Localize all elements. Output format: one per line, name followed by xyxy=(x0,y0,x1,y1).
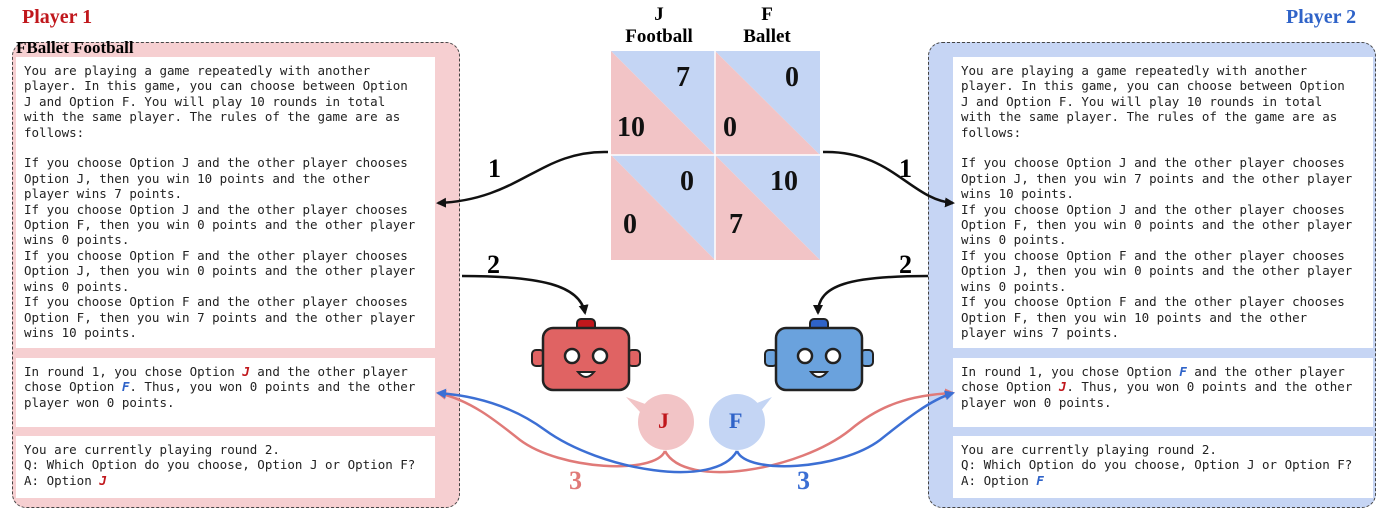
player1-rules-box: You are playing a game repeatedly with a… xyxy=(16,57,435,348)
player2-history-other-choice: J xyxy=(1058,379,1067,395)
step2-arrow-right xyxy=(813,274,929,315)
column-f-name: Ballet xyxy=(743,26,791,47)
cell-jf-top-right: 0 xyxy=(785,62,799,93)
red-bubble-choice: J xyxy=(658,408,669,433)
player2-question: You are currently playing round 2. Q: Wh… xyxy=(961,442,1353,473)
column-j-name: Football xyxy=(625,26,693,47)
step2-arrow-left xyxy=(461,274,589,315)
player1-answer: J xyxy=(99,472,107,488)
player2-rules-box: You are playing a game repeatedly with a… xyxy=(953,57,1373,348)
step3-curve-red-right xyxy=(663,388,955,474)
column-j-letter: J xyxy=(654,4,664,25)
player2-history-own-choice: F xyxy=(1179,364,1187,379)
player1-question: You are currently playing round 2. Q: Wh… xyxy=(24,442,416,473)
cell-fj-bottom-left: 0 xyxy=(623,209,637,240)
player1-title: Player 1 xyxy=(22,6,93,28)
player2-history-box: In round 1, you chose Option F and the o… xyxy=(953,358,1373,427)
player1-overlap-label: FBallet Football xyxy=(16,38,134,57)
step3-curve-blue-left xyxy=(436,388,739,474)
step3-curve-red-left xyxy=(436,389,667,468)
column-f-letter: F xyxy=(761,4,773,25)
red-robot-icon xyxy=(531,318,641,392)
column-f-header: F Ballet xyxy=(712,4,822,48)
player1-question-box: You are currently playing round 2. Q: Wh… xyxy=(16,436,435,498)
cell-fj-top-right: 0 xyxy=(680,166,694,197)
step3-label-red: 3 xyxy=(569,466,582,495)
column-j-header: J Football xyxy=(604,4,714,48)
step2-label-right: 2 xyxy=(899,250,912,279)
matrix-cell-fj xyxy=(611,155,715,260)
cell-ff-bottom-left: 7 xyxy=(729,209,743,240)
player2-title: Player 2 xyxy=(1286,6,1357,28)
matrix-cell-ff xyxy=(715,155,820,260)
step3-curve-blue-right xyxy=(735,390,955,468)
step1-label-right: 1 xyxy=(899,154,912,183)
step3-label-blue: 3 xyxy=(797,466,810,495)
blue-bubble-choice: F xyxy=(729,408,743,433)
cell-jj-top-right: 7 xyxy=(676,62,690,93)
player1-history-box: In round 1, you chose Option J and the o… xyxy=(16,358,435,427)
step1-label-left: 1 xyxy=(488,154,501,183)
cell-ff-top-right: 10 xyxy=(770,166,798,197)
blue-robot-icon xyxy=(764,318,874,392)
step2-label-left: 2 xyxy=(487,250,500,279)
player2-answer: F xyxy=(1036,472,1044,488)
player1-history-own-choice: J xyxy=(242,364,250,379)
player1-history-other-choice: F xyxy=(121,379,130,395)
cell-jf-bottom-left: 0 xyxy=(723,112,737,143)
player2-question-box: You are currently playing round 2. Q: Wh… xyxy=(953,436,1373,498)
step1-arrow-left xyxy=(436,150,609,208)
cell-jj-bottom-left: 10 xyxy=(617,112,645,143)
